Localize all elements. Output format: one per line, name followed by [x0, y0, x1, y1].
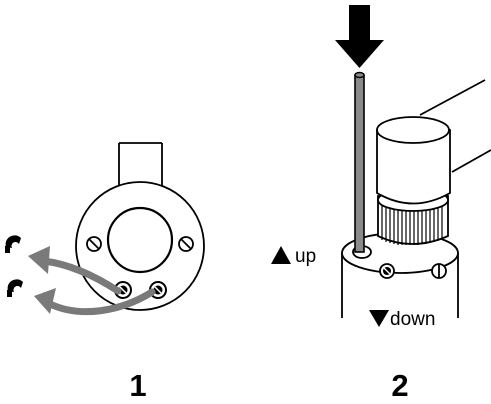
label-up: up: [295, 246, 316, 267]
panel-1-removal-arrows: [28, 246, 156, 316]
removal-arrow-upper-head: [28, 246, 50, 274]
panel-2-screw-front: [379, 263, 395, 279]
panel-1: [75, 142, 205, 311]
removal-arrow-lower-head: [34, 288, 56, 314]
panel-2-pipe: [419, 79, 491, 173]
step-number-2: 2: [391, 368, 408, 403]
panel-2-screw-side: [431, 263, 447, 279]
up-triangle-icon: [271, 246, 291, 264]
press-down-arrow-icon: [335, 5, 384, 68]
removal-arrow-upper: [40, 257, 122, 295]
panel-1-bore: [106, 206, 174, 274]
fastener-icon: [7, 279, 23, 297]
fastener-icon: [5, 235, 21, 253]
panel-1-side-screw-left: [86, 236, 102, 252]
removal-arrow-lower: [46, 288, 156, 316]
panel-2-knob: [376, 116, 451, 205]
step-number-1: 1: [129, 368, 146, 403]
down-triangle-icon: [369, 310, 389, 327]
panel-2-adjust-rod: [354, 74, 365, 253]
panel-1-side-screw-right: [178, 236, 194, 252]
label-down: down: [390, 309, 435, 330]
